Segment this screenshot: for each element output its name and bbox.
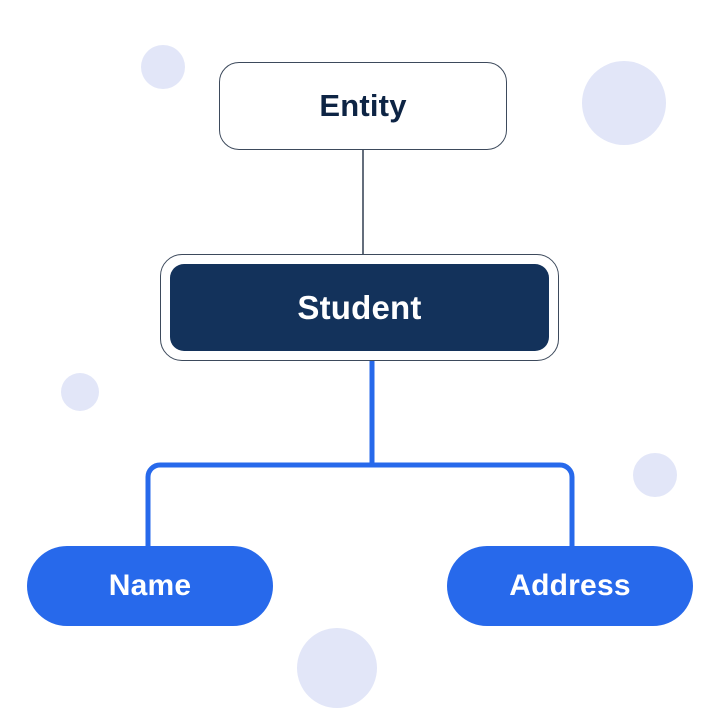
node-entity[interactable]: Entity [219, 62, 507, 150]
node-student-label: Student [297, 288, 422, 326]
node-student-fill: Student [170, 264, 549, 351]
node-address[interactable]: Address [447, 546, 693, 626]
node-name-label: Name [108, 569, 192, 602]
edge-student-address [372, 462, 575, 560]
edge-student-name [145, 462, 372, 560]
node-entity-label: Entity [319, 88, 407, 123]
node-address-label: Address [509, 569, 631, 602]
node-student[interactable]: Student [160, 254, 559, 361]
node-name[interactable]: Name [27, 546, 273, 626]
